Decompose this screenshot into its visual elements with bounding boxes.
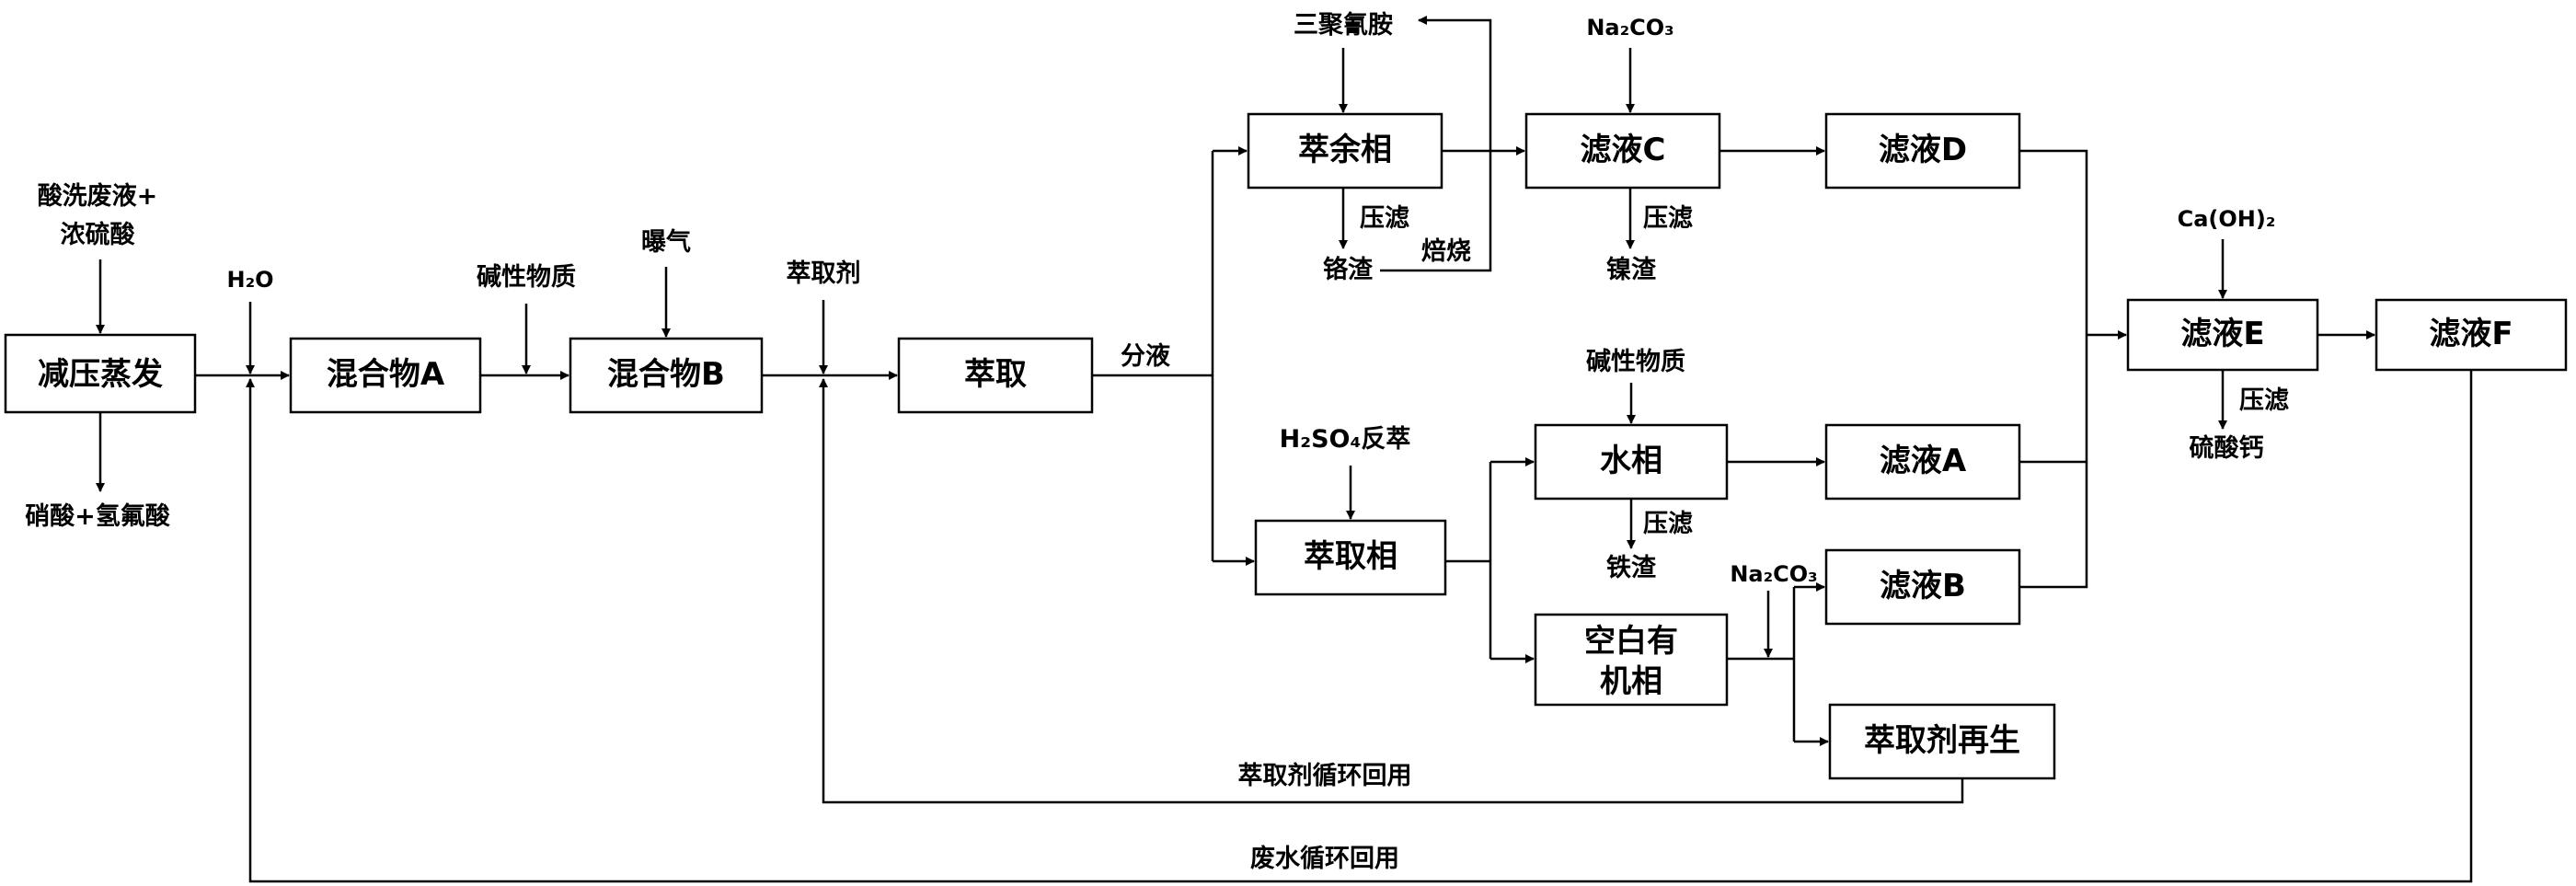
svg-text:滤液F: 滤液F xyxy=(2429,316,2513,352)
label-liquid-separation: 分液 xyxy=(1121,342,1170,371)
node-reduced-pressure-evaporation: 减压蒸发 xyxy=(4,333,197,414)
node-filtrate-d: 滤液D xyxy=(1824,112,2021,190)
label-nickel-slag: 镍渣 xyxy=(1606,256,1657,284)
line-merge-bus xyxy=(2019,149,2088,589)
label-alkaline-2: 碱性物质 xyxy=(1586,348,1685,376)
label-aeration: 曝气 xyxy=(641,228,691,257)
node-mixture-a: 混合物A xyxy=(289,337,482,414)
svg-text:滤液E: 滤液E xyxy=(2180,316,2264,352)
svg-text:滤液D: 滤液D xyxy=(1879,132,1967,168)
label-calcium-sulfate: 硫酸钙 xyxy=(2190,433,2264,463)
node-extractant-regeneration: 萃取剂再生 xyxy=(1828,703,2056,780)
node-mixture-b: 混合物B xyxy=(569,337,764,414)
svg-text:水相: 水相 xyxy=(1600,443,1662,479)
label-iron-slag: 铁渣 xyxy=(1606,554,1657,582)
label-press-filter-cr: 压滤 xyxy=(1360,204,1409,233)
node-filtrate-c: 滤液C xyxy=(1524,112,1721,190)
label-chromium-slag: 铬渣 xyxy=(1323,255,1374,284)
node-filtrate-f: 滤液F xyxy=(2375,298,2568,372)
arrow-wastewater-recycle-loop xyxy=(246,370,2473,883)
node-filtrate-e: 滤液E xyxy=(2126,298,2319,372)
svg-text:减压蒸发: 减压蒸发 xyxy=(38,356,163,393)
node-filtrate-b: 滤液B xyxy=(1824,548,2021,626)
svg-text:萃取剂再生: 萃取剂再生 xyxy=(1864,722,2020,759)
node-blank-organic-phase: 空白有 机相 xyxy=(1534,613,1729,707)
label-wastewater-recycle: 废水循环回用 xyxy=(1250,844,1399,873)
svg-text:滤液B: 滤液B xyxy=(1880,568,1966,604)
node-extraction: 萃取 xyxy=(897,337,1094,414)
label-melamine: 三聚氰胺 xyxy=(1294,10,1393,40)
label-na2co3-mid: Na₂CO₃ xyxy=(1730,561,1817,587)
label-extractant-recycle: 萃取剂循环回用 xyxy=(1238,762,1412,790)
label-press-filter-ni: 压滤 xyxy=(1643,204,1693,233)
label-roasting: 焙烧 xyxy=(1421,236,1471,266)
arrow-extractant-recycle-loop xyxy=(819,378,1964,804)
node-filtrate-a: 滤液A xyxy=(1824,423,2021,501)
arrow-roasting-loop xyxy=(1380,16,1492,272)
label-na2co3-top: Na₂CO₃ xyxy=(1586,15,1673,40)
label-press-filter-fe: 压滤 xyxy=(1643,510,1693,538)
node-extract-phase: 萃取相 xyxy=(1254,519,1447,596)
node-aqueous-phase: 水相 xyxy=(1534,423,1729,501)
label-h2so4-back-extraction: H₂SO₄反萃 xyxy=(1280,425,1411,454)
svg-text:滤液A: 滤液A xyxy=(1880,443,1967,479)
svg-text:混合物B: 混合物B xyxy=(607,356,725,393)
svg-text:机相: 机相 xyxy=(1600,663,1662,700)
svg-text:滤液C: 滤液C xyxy=(1581,132,1666,168)
label-extractant: 萃取剂 xyxy=(787,259,861,288)
label-alkaline-1: 碱性物质 xyxy=(477,263,576,292)
svg-text:空白有: 空白有 xyxy=(1584,623,1678,660)
label-pickling-waste: 酸洗废液+ xyxy=(38,181,158,211)
svg-text:萃取相: 萃取相 xyxy=(1304,538,1397,575)
label-press-filter-ca: 压滤 xyxy=(2239,386,2289,415)
svg-text:萃余相: 萃余相 xyxy=(1298,132,1392,168)
label-conc-sulfuric-acid: 浓硫酸 xyxy=(61,220,136,249)
node-raffinate-phase: 萃余相 xyxy=(1247,112,1443,190)
svg-text:萃取: 萃取 xyxy=(964,356,1027,393)
svg-text:混合物A: 混合物A xyxy=(327,356,445,393)
label-caoh2: Ca(OH)₂ xyxy=(2178,206,2276,232)
label-nitric-hf: 硝酸+氢氟酸 xyxy=(25,502,171,531)
label-water: H₂O xyxy=(227,267,274,293)
